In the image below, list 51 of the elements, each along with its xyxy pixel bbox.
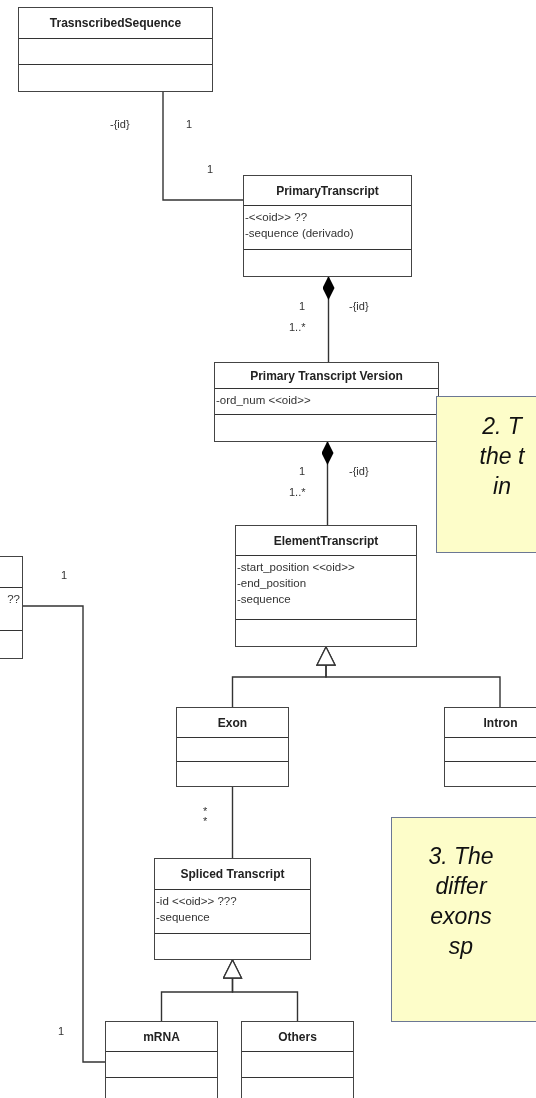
multiplicity-label: 1 (299, 300, 306, 312)
class-box (18, 7, 213, 92)
class-name: mRNA (143, 1029, 180, 1044)
multiplicity-label: 1 (207, 163, 214, 175)
multiplicity-label: * (203, 805, 208, 817)
class-box (444, 707, 536, 787)
association-line (231, 786, 234, 859)
generalization-arrow (316, 646, 501, 708)
class-box (176, 707, 289, 787)
multiplicity-label: 1 (186, 118, 193, 130)
attribute-text: -<<oid>> ?? (244, 210, 308, 225)
attribute-text: -start_position <<oid>> (236, 560, 355, 575)
class-name: Intron (483, 715, 518, 730)
class-box (154, 858, 311, 960)
note-box (436, 396, 536, 553)
note-box (391, 817, 536, 1022)
multiplicity-label: 1..* (289, 486, 306, 498)
attribute-text: -sequence (236, 592, 291, 607)
multiplicity-label: -{id} (349, 465, 369, 477)
class-box (241, 1021, 354, 1098)
class-box (105, 1021, 218, 1098)
class-box (243, 175, 412, 277)
composition-line (322, 276, 335, 363)
attribute-text: ?? (6, 592, 21, 607)
note-text: 2. T the t in (478, 412, 526, 501)
class-name: ElementTranscript (273, 533, 379, 548)
multiplicity-label: 1 (299, 465, 306, 477)
multiplicity-label: -{id} (349, 300, 369, 312)
composition-line (321, 441, 334, 526)
multiplicity-label: 1..* (289, 321, 306, 333)
association-line (22, 605, 106, 1063)
multiplicity-label: 1 (58, 1025, 65, 1037)
attribute-text: -id <<oid>> ??? (155, 894, 237, 909)
multiplicity-label: 1 (61, 569, 68, 581)
class-box (214, 362, 439, 442)
association-line (162, 91, 244, 201)
class-name: Primary Transcript Version (250, 368, 403, 383)
attribute-text: -sequence (derivado) (244, 226, 354, 241)
multiplicity-label: -{id} (110, 118, 130, 130)
attribute-text: -ord_num <<oid>> (215, 393, 311, 408)
class-name: PrimaryTranscript (276, 183, 379, 198)
generalization-arrow (222, 959, 299, 1022)
multiplicity-label: * (203, 815, 208, 827)
class-name: Spliced Transcript (180, 867, 285, 881)
note-text: 3. The differ exons sp (427, 842, 495, 961)
class-box (235, 525, 417, 647)
class-name: Others (278, 1029, 317, 1044)
attribute-text: -sequence (155, 910, 210, 925)
attribute-text: -end_position (236, 576, 307, 591)
class-name: TrasnscribedSequence (49, 16, 182, 30)
class-name: Exon (217, 715, 248, 730)
